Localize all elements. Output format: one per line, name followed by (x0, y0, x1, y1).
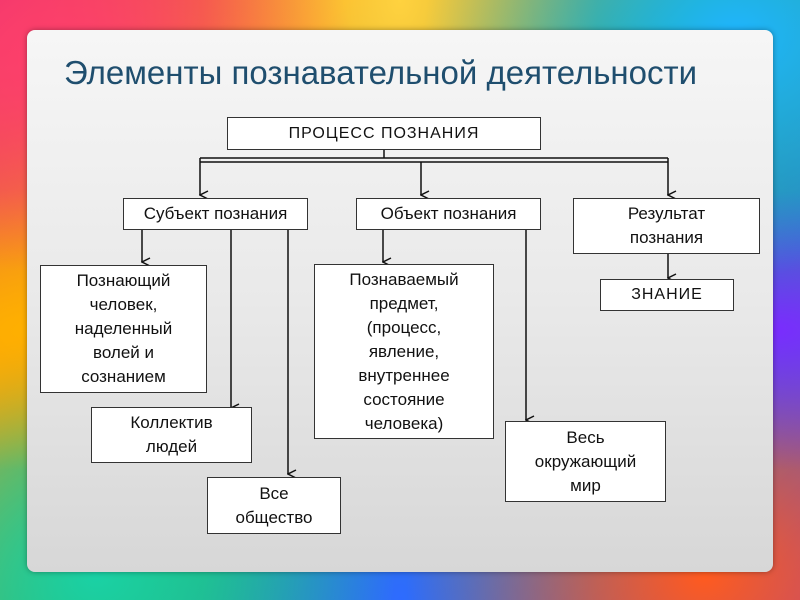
world-label: Весь окружающий мир (534, 427, 637, 495)
object-label: Объект познания (380, 204, 517, 223)
known-subject-label: Познаваемый предмет, (процесс, явление, … (349, 269, 459, 433)
result-box: Результат познания (573, 198, 760, 254)
world-box: Весь окружающий мир (505, 421, 666, 502)
society-label: Все общество (235, 483, 313, 527)
knowledge-label: ЗНАНИЕ (631, 286, 703, 303)
knowing-person-label: Познающий человек, наделенный волей и со… (74, 271, 173, 386)
process-box: ПРОЦЕСС ПОЗНАНИЯ (227, 117, 541, 150)
known-subject-box: Познаваемый предмет, (процесс, явление, … (314, 264, 494, 439)
process-label: ПРОЦЕСС ПОЗНАНИЯ (288, 124, 480, 142)
collective-box: Коллектив людей (91, 407, 252, 463)
society-box: Все общество (207, 477, 341, 534)
subject-box: Субъект познания (123, 198, 308, 230)
object-box: Объект познания (356, 198, 541, 230)
subject-label: Субъект познания (143, 204, 288, 223)
slide-title: Элементы познавательной деятельности (64, 54, 698, 91)
result-label: Результат познания (627, 204, 706, 247)
knowledge-box: ЗНАНИЕ (600, 279, 734, 311)
knowing-person-box: Познающий человек, наделенный волей и со… (40, 265, 207, 393)
collective-label: Коллектив людей (130, 413, 213, 456)
